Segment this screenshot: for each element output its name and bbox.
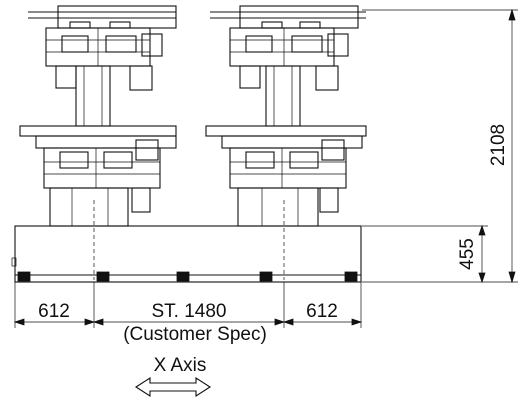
double-arrow-icon xyxy=(134,376,212,398)
horizontal-dimensions xyxy=(13,282,363,328)
lower-left-robot xyxy=(19,125,177,227)
vertical-dimensions xyxy=(362,8,518,284)
center-marks xyxy=(93,200,285,280)
height-base-label: 455 xyxy=(457,238,478,270)
lower-right-robot xyxy=(205,125,367,227)
upper-right-robot xyxy=(210,5,366,127)
x-axis-label: X Axis xyxy=(154,355,207,376)
stroke-label: ST. 1480 xyxy=(152,301,227,322)
width-left-label: 612 xyxy=(38,301,70,322)
width-right-label: 612 xyxy=(306,301,338,322)
stroke-note-label: (Customer Spec) xyxy=(123,324,267,345)
upper-left-robot xyxy=(28,5,177,127)
height-total-label: 2108 xyxy=(488,124,509,166)
rail-blocks xyxy=(17,271,358,282)
base-frame xyxy=(11,225,362,283)
